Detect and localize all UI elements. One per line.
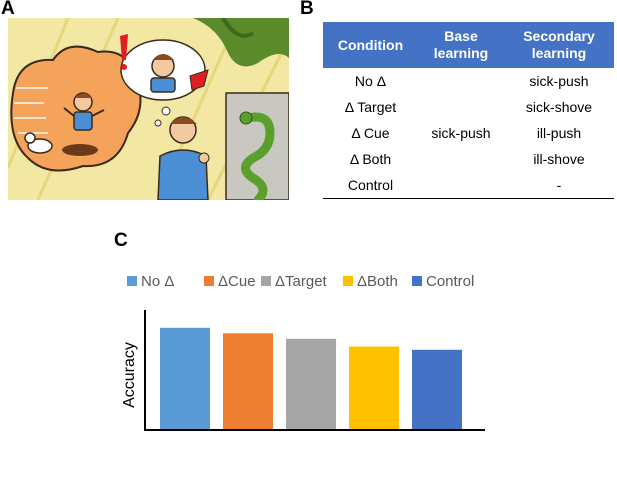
- header-condition-text: Condition: [337, 36, 404, 53]
- header-condition: Condition: [323, 22, 418, 68]
- cell-condition: Δ Cue: [351, 125, 390, 141]
- header-secondary-line-1: Secondary: [523, 28, 595, 44]
- cell-condition: No Δ: [354, 73, 387, 89]
- legend-label: Control: [426, 273, 474, 290]
- cell-base: sick-push: [431, 125, 491, 141]
- legend-label: ΔCue: [218, 273, 256, 290]
- panel-a-label: A: [1, 0, 15, 19]
- panel-c-label: C: [114, 230, 128, 251]
- bar-4: [412, 349, 462, 429]
- accuracy-bar-chart: No Δ ΔCue ΔTarget ΔBoth Control Accuracy: [121, 273, 485, 431]
- bar-1: [223, 333, 273, 429]
- bar-3: [349, 346, 399, 429]
- conditions-table: Condition Base learning Secondary learni…: [323, 22, 614, 199]
- header-secondary-line-2: learning: [531, 45, 587, 61]
- learning-illustration: [8, 18, 289, 200]
- legend-label: ΔBoth: [357, 273, 398, 290]
- dog-icon: [24, 132, 53, 154]
- legend-swatch: [343, 276, 353, 286]
- cell-base: [418, 94, 504, 120]
- exclamation-icon: [120, 34, 209, 91]
- legend-swatch: [261, 276, 271, 286]
- legend-swatch: [204, 276, 214, 286]
- snake-icon: [239, 111, 275, 200]
- cell-secondary: sick-push: [529, 73, 589, 89]
- header-base-learning: Base learning: [418, 22, 504, 68]
- table-row: Δ Both ill-shove: [323, 146, 614, 172]
- table-row: Δ Cue sick-push ill-push: [323, 120, 614, 146]
- table-header-row: Condition Base learning Secondary learni…: [323, 22, 614, 68]
- cell-condition: Δ Target: [344, 99, 397, 115]
- legend-swatch: [412, 276, 422, 286]
- cell-secondary: ill-shove: [533, 151, 585, 167]
- cell-base: [418, 68, 504, 94]
- person-falling-icon: [62, 92, 105, 156]
- cell-condition: Δ Both: [349, 151, 392, 167]
- cell-secondary: sick-shove: [525, 99, 593, 115]
- cell-secondary: ill-push: [536, 125, 582, 141]
- legend-label: No Δ: [141, 273, 174, 290]
- y-axis-label: Accuracy: [121, 342, 138, 408]
- cell-base: [418, 146, 504, 172]
- legend-swatch: [127, 276, 137, 286]
- table-row: Control -: [323, 172, 614, 199]
- bar-0: [160, 327, 210, 429]
- bar-2: [286, 338, 336, 429]
- table-row: Δ Target sick-shove: [323, 94, 614, 120]
- chart-bars: [160, 327, 462, 429]
- table-row: No Δ sick-push: [323, 68, 614, 94]
- header-base-line-1: Base: [444, 28, 478, 44]
- cell-condition: Control: [323, 172, 418, 199]
- legend-label: ΔTarget: [275, 273, 328, 290]
- panel-b-label: B: [300, 0, 314, 19]
- header-base-line-2: learning: [433, 45, 489, 61]
- cell-secondary: -: [504, 172, 614, 199]
- header-secondary-learning: Secondary learning: [504, 22, 614, 68]
- chart-legend: No Δ ΔCue ΔTarget ΔBoth Control: [127, 273, 474, 290]
- person-shocked-icon: [150, 54, 176, 93]
- person-thinking-icon: [157, 116, 210, 200]
- cell-base: [418, 172, 504, 199]
